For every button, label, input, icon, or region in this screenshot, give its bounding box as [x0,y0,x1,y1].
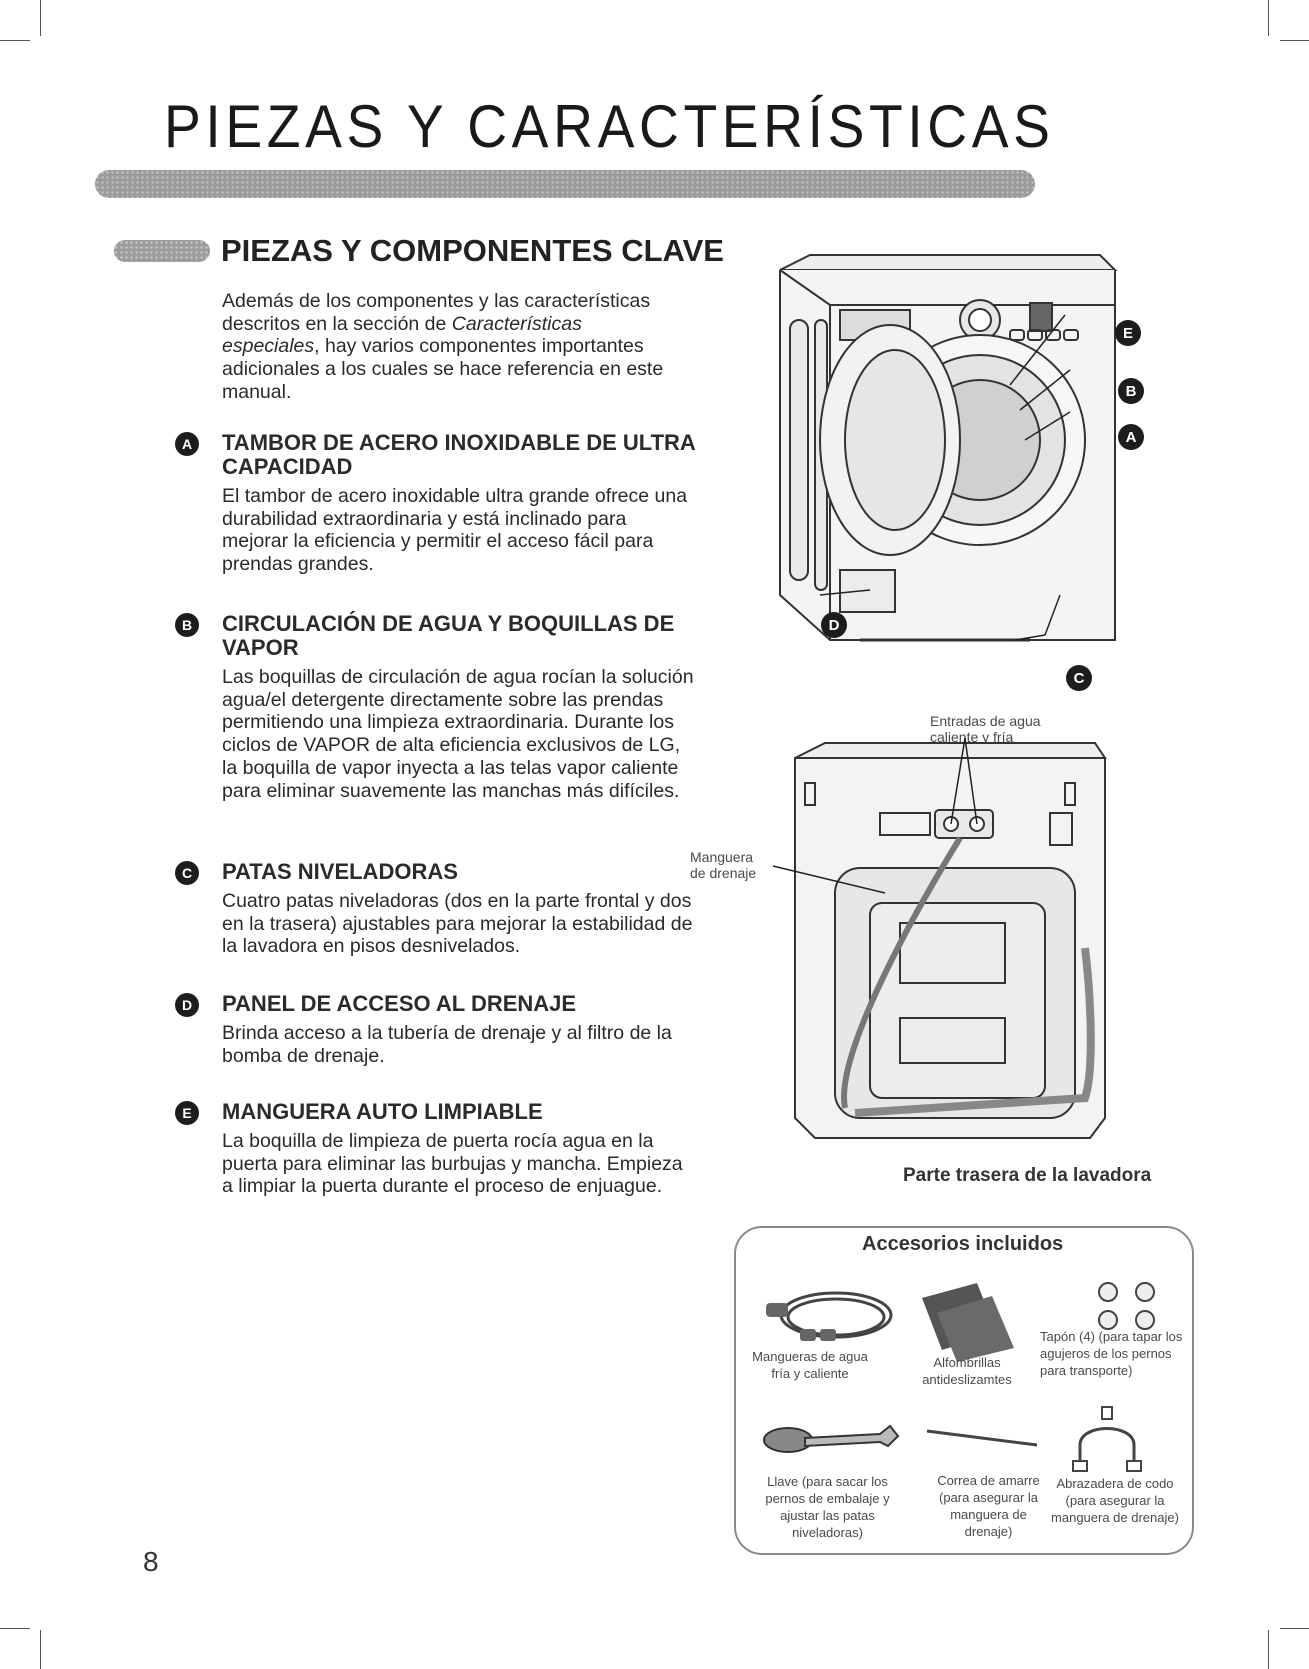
intro-italic-reference: Características especiales [222,312,582,358]
accessories-box [734,1226,1194,1555]
crop-mark [0,40,30,41]
intro-paragraph: Además de los componentes y las caracter… [222,290,682,404]
crop-mark [1280,1628,1309,1629]
crop-mark [40,1630,41,1669]
accessory-label-wrench: Llave (para sacar los pernos de embalaje… [765,1474,890,1540]
section-heading: PIEZAS Y COMPONENTES CLAVE [221,233,724,268]
accessory-label-elbow-bracket: Abrazadera de codo (para asegurar la man… [1051,1476,1179,1525]
title-band [95,170,1035,198]
crop-mark [1268,0,1269,36]
feature-title: PATAS NIVELADORAS [222,859,458,884]
feature-title: MANGUERA AUTO LIMPIABLE [222,1099,543,1124]
feature-heading: D PANEL DE ACCESO AL DRENAJE [175,991,695,1017]
tie-strap-icon [926,1429,1038,1447]
feature-heading: E MANGUERA AUTO LIMPIABLE [175,1099,695,1125]
water-inlets-label: Entradas de agua caliente y fría [930,713,1041,745]
crop-mark [0,1628,30,1629]
rear-view-caption: Parte trasera de la lavadora [903,1165,1152,1186]
crop-mark [40,0,41,36]
callout-d: D [821,612,847,638]
page-title: PIEZAS Y CARACTERÍSTICAS [164,93,1055,160]
water-hoses-icon [766,1291,893,1341]
letter-badge-e: E [175,1101,199,1125]
elbow-bracket-icon [1072,1406,1142,1472]
callout-a: A [1118,424,1144,450]
feature-description: El tambor de acero inoxidable ultra gran… [222,485,688,576]
crop-mark [1280,40,1309,41]
feature-heading: B CIRCULACIÓN DE AGUA Y BOQUILLAS DE VAP… [175,612,695,660]
drain-hose-label: Manguera de drenaje [690,849,757,881]
washer-rear-illustration [772,737,1107,1139]
feature-title: PANEL DE ACCESO AL DRENAJE [222,991,577,1016]
accessory-label-tie-strap: Correa de amarre (para asegurar la mangu… [937,1473,1040,1539]
wrench-icon [763,1424,900,1453]
feature-e: E MANGUERA AUTO LIMPIABLE La boquilla de… [175,1100,695,1198]
anti-slip-pads-icon [922,1283,1014,1362]
accessory-label-anti-slip-pads: Alfombrillas antideslizamtes [922,1355,1012,1387]
letter-badge-a: A [175,432,199,456]
feature-heading: C PATAS NIVELADORAS [175,859,695,885]
feature-a: A TAMBOR DE ACERO INOXIDABLE DE ULTRA CA… [175,431,695,576]
feature-b: B CIRCULACIÓN DE AGUA Y BOQUILLAS DE VAP… [175,612,695,802]
washer-front-illustration [779,254,1118,642]
callout-b: B [1118,378,1144,404]
accessory-label-caps: Tapón (4) (para tapar los agujeros de lo… [1040,1329,1183,1378]
callout-e: E [1115,320,1141,346]
letter-badge-c: C [175,861,199,885]
caps-icon [1098,1282,1155,1330]
callout-c: C [1066,665,1092,691]
feature-description: Cuatro patas niveladoras (dos en la part… [222,890,693,958]
crop-mark [1268,1630,1269,1669]
accessories-title: Accesorios incluidos [862,1233,1064,1255]
letter-badge-b: B [175,613,199,637]
feature-heading: A TAMBOR DE ACERO INOXIDABLE DE ULTRA CA… [175,431,695,479]
section-pill-decoration [114,240,210,262]
feature-description: Las boquillas de circulación de agua roc… [222,666,694,802]
feature-description: La boquilla de limpieza de puerta rocía … [222,1130,683,1198]
feature-title: TAMBOR DE ACERO INOXIDABLE DE ULTRA CAPA… [222,430,695,479]
intro-text: Además de los componentes y las caracter… [222,290,651,335]
intro-text: , hay varios componentes importantes adi… [222,335,664,403]
letter-badge-d: D [175,993,199,1017]
feature-title: CIRCULACIÓN DE AGUA Y BOQUILLAS DE VAPOR [222,611,675,660]
feature-c: C PATAS NIVELADORAS Cuatro patas nivelad… [175,860,695,958]
accessory-label-water-hoses: Mangueras de agua fría y caliente [752,1349,868,1381]
feature-description: Brinda acceso a la tubería de drenaje y … [222,1022,672,1067]
page-number: 8 [143,1546,159,1577]
feature-d: D PANEL DE ACCESO AL DRENAJE Brinda acce… [175,992,695,1067]
